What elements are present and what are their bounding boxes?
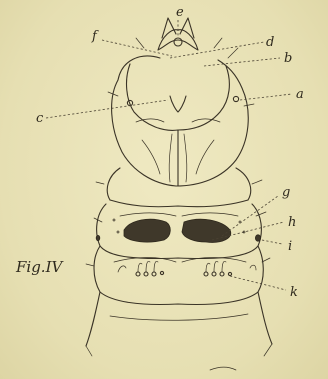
label-b: b [284, 51, 292, 66]
head-capsule [108, 18, 254, 186]
figure-title: Fig.IV [15, 258, 65, 276]
thoracic-segment-1 [96, 168, 262, 207]
dark-sclerite-right [182, 219, 231, 242]
label-e: e [176, 5, 184, 20]
label-a: a [296, 87, 304, 102]
setae-row-right [204, 261, 232, 276]
setae-row-left [136, 261, 164, 276]
leader-lines [46, 20, 292, 290]
dark-sclerite-left [124, 219, 170, 242]
label-c: c [36, 111, 44, 126]
label-g: g [282, 185, 290, 200]
label-h: h [288, 215, 296, 230]
thoracic-segment-2 [94, 204, 266, 259]
label-f: f [91, 29, 99, 44]
label-k: k [290, 285, 298, 300]
spiracle [255, 235, 260, 241]
label-d: d [266, 35, 274, 50]
label-i: i [288, 239, 292, 254]
